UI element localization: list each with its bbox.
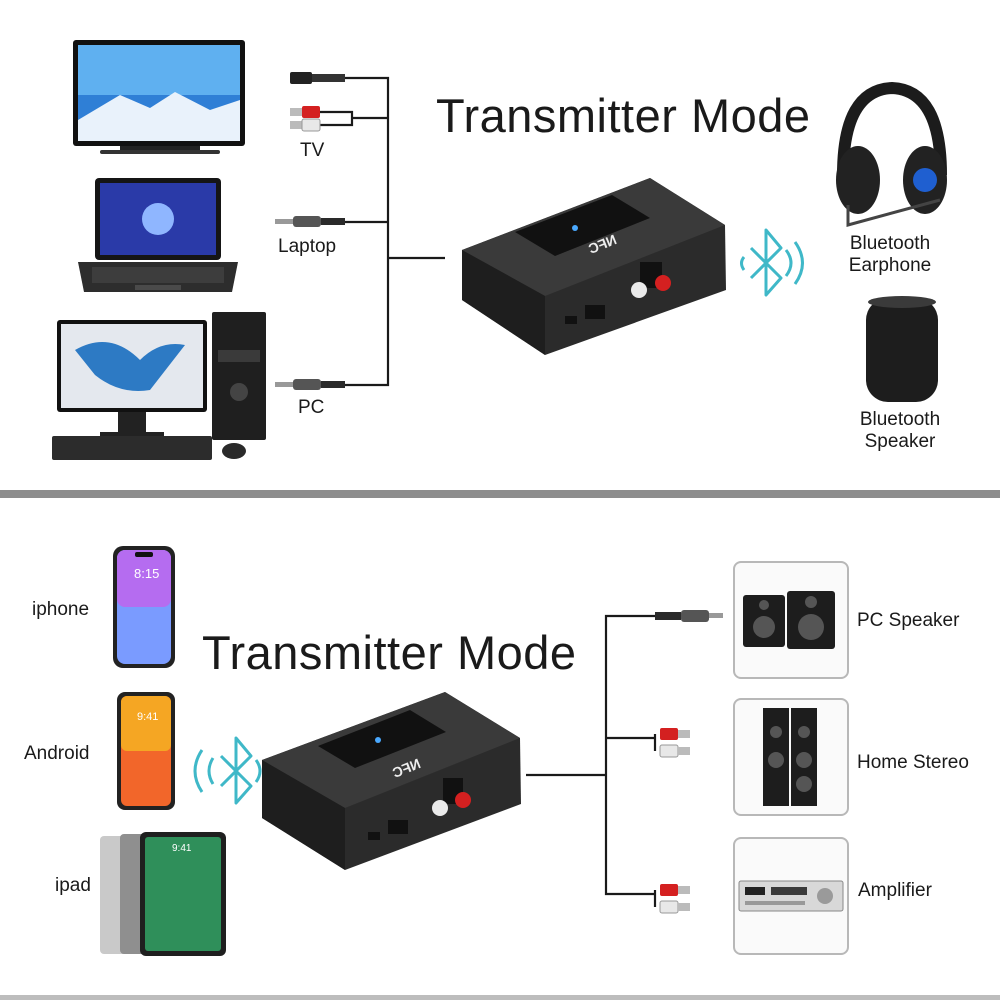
source-label-laptop: Laptop	[278, 236, 337, 257]
bottom-panel: Transmitter Mode iphone Android ipad 8:1…	[0, 498, 1000, 1000]
tv-icon	[73, 40, 245, 154]
phone-label-ipad: ipad	[55, 875, 91, 896]
pc-speaker-frame	[733, 561, 849, 679]
home-stereo-frame	[733, 698, 849, 816]
headphones-icon	[836, 81, 947, 227]
android-phone-icon	[117, 692, 175, 810]
transmitter-device	[462, 178, 726, 355]
phone-label-android: Android	[24, 743, 90, 764]
ipad-clock: 9:41	[172, 843, 192, 854]
receiver-label-line: Bluetooth	[859, 409, 941, 430]
output-cables	[526, 614, 657, 907]
top-title: Transmitter Mode	[436, 89, 811, 142]
aux-plug-icon	[275, 379, 345, 390]
tower-speaker-icon	[763, 708, 817, 806]
bluetooth-speaker-icon	[866, 296, 938, 402]
aux-plug-icon	[655, 610, 723, 622]
amplifier-frame	[733, 837, 849, 955]
rca-plug-icon	[290, 106, 321, 132]
amplifier-icon	[738, 880, 844, 912]
android-clock: 9:41	[137, 711, 159, 723]
desktop-pc-icon	[52, 312, 266, 460]
iphone-clock: 8:15	[134, 566, 160, 581]
bluetooth-icon	[740, 228, 804, 297]
transmitter-device	[262, 692, 521, 870]
receiver-label-earphone: Bluetooth Earphone	[840, 233, 940, 277]
bluetooth-icon	[193, 736, 262, 805]
receiver-label-speaker: Bluetooth Speaker	[850, 409, 950, 453]
rca-plug-icon	[659, 728, 690, 758]
iphone-icon	[113, 546, 175, 668]
receiver-label-line: Speaker	[864, 431, 936, 452]
bottom-border	[0, 995, 1000, 1000]
output-label-home-stereo: Home Stereo	[857, 752, 969, 773]
receiver-label-line: Bluetooth	[849, 233, 931, 254]
rca-plug-icon	[659, 884, 690, 914]
bottom-illustration	[100, 546, 723, 956]
source-label-pc: PC	[298, 397, 325, 418]
aux-plug-icon	[275, 216, 345, 227]
phone-label-iphone: iphone	[32, 599, 90, 620]
output-label-amplifier: Amplifier	[858, 880, 932, 901]
source-cables	[320, 76, 445, 387]
ipad-icon	[100, 832, 226, 956]
bottom-title: Transmitter Mode	[202, 626, 577, 679]
laptop-icon	[78, 178, 238, 292]
receiver-label-line: Earphone	[848, 255, 932, 276]
top-illustration	[52, 40, 947, 460]
pc-speaker-icon	[743, 591, 835, 649]
top-panel: Transmitter Mode TV Laptop PC Bluetooth …	[0, 0, 1000, 490]
source-label-tv: TV	[300, 140, 325, 161]
optical-plug-icon	[290, 72, 345, 84]
output-label-pc-speaker: PC Speaker	[857, 610, 960, 631]
panel-divider	[0, 490, 1000, 498]
